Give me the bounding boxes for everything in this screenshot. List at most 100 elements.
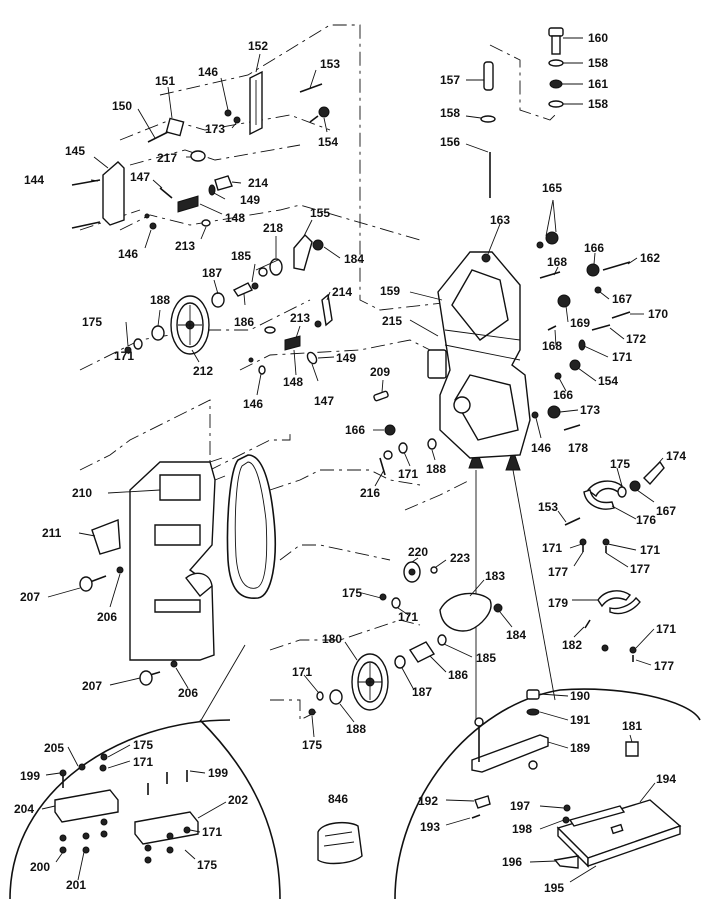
part-label: 150 (112, 99, 132, 113)
part-label: 162 (640, 251, 660, 265)
part-label: 166 (553, 388, 573, 402)
part-label: 194 (656, 772, 676, 786)
part-label: 178 (568, 441, 588, 455)
part-label: 206 (178, 686, 198, 700)
part-label: 152 (248, 39, 268, 53)
part-label: 182 (562, 638, 582, 652)
part-label: 204 (14, 802, 34, 816)
part-label: 171 (133, 755, 153, 769)
part-label: 197 (510, 799, 530, 813)
part-label: 176 (636, 513, 656, 527)
part-label: 209 (370, 365, 390, 379)
upper-wheel (124, 282, 259, 355)
part-label: 196 (502, 855, 522, 869)
part-label: 175 (197, 858, 217, 872)
part-label: 187 (412, 685, 432, 699)
part-label: 199 (208, 766, 228, 780)
part-label: 166 (584, 241, 604, 255)
leader-lines (41, 37, 664, 883)
part-label: 186 (234, 315, 254, 329)
part-label: 210 (72, 486, 92, 500)
part-label: 175 (302, 738, 322, 752)
part-label: 158 (588, 97, 608, 111)
part-label: 180 (322, 632, 342, 646)
part-label: 187 (202, 266, 222, 280)
part-label: 146 (118, 247, 138, 261)
part-label: 149 (336, 351, 356, 365)
part-label: 201 (66, 878, 86, 892)
part-label: 212 (193, 364, 213, 378)
part-label: 207 (82, 679, 102, 693)
part-label: 214 (332, 285, 352, 299)
part-label: 168 (547, 255, 567, 269)
part-label: 171 (656, 622, 676, 636)
part-label: 215 (382, 314, 402, 328)
part-label: 175 (82, 315, 102, 329)
part-label: 188 (150, 293, 170, 307)
part-label: 216 (360, 486, 380, 500)
part-label: 184 (506, 628, 526, 642)
part-label: 146 (243, 397, 263, 411)
part-label: 202 (228, 793, 248, 807)
part-label: 163 (490, 213, 510, 227)
part-label: 148 (283, 375, 303, 389)
part-label: 160 (588, 31, 608, 45)
part-label: 151 (155, 74, 175, 88)
part-label: 171 (542, 541, 562, 555)
part-label: 147 (314, 394, 334, 408)
part-label: 198 (512, 822, 532, 836)
part-label: 144 (24, 173, 44, 187)
part-label: 199 (20, 769, 40, 783)
part-label: 184 (344, 252, 364, 266)
wheel-cover-and-blade (79, 454, 277, 686)
part-label: 173 (205, 122, 225, 136)
part-label: 146 (198, 65, 218, 79)
left-detail-feet (54, 753, 199, 864)
part-label: 171 (398, 610, 418, 624)
part-label: 175 (610, 457, 630, 471)
part-label: 189 (570, 741, 590, 755)
part-label: 195 (544, 881, 564, 895)
part-label: 186 (448, 668, 468, 682)
part-label: 157 (440, 73, 460, 87)
part-label: 146 (531, 441, 551, 455)
part-label: 153 (538, 500, 558, 514)
part-label: 171 (292, 665, 312, 679)
part-label: 171 (398, 467, 418, 481)
lower-wheel-assembly (308, 561, 503, 716)
part-label: 175 (342, 586, 362, 600)
part-label: 159 (380, 284, 400, 298)
main-frame-casting (427, 251, 531, 459)
part-label: 167 (656, 504, 676, 518)
part-label: 188 (346, 722, 366, 736)
part-label: 165 (542, 181, 562, 195)
upper-guide-assembly (71, 70, 330, 277)
part-label: 183 (485, 569, 505, 583)
part-label: 173 (580, 403, 600, 417)
part-label: 171 (640, 543, 660, 557)
part-label: 207 (20, 590, 40, 604)
part-label: 223 (450, 551, 470, 565)
part-label: 177 (630, 562, 650, 576)
part-label: 171 (202, 825, 222, 839)
part-label: 172 (626, 332, 646, 346)
part-label: 211 (42, 526, 62, 540)
part-label: 171 (114, 349, 134, 363)
part-label: 153 (320, 57, 340, 71)
part-labels: 160 158 161 158 157 158 156 152 153 146 … (14, 31, 686, 895)
part-label: 177 (548, 565, 568, 579)
right-guard-parts (564, 460, 665, 662)
part-label: 175 (133, 738, 153, 752)
frame-hardware-right (531, 231, 631, 431)
part-label: 192 (418, 794, 438, 808)
part-label: 846 (328, 792, 348, 806)
part-label: 154 (318, 135, 338, 149)
part-label: 148 (225, 211, 245, 225)
frame-hardware-left (379, 424, 437, 476)
part-label: 191 (570, 713, 590, 727)
part-label: 161 (588, 77, 608, 91)
part-label: 193 (420, 820, 440, 834)
part-label: 185 (231, 249, 251, 263)
right-detail-table (471, 689, 682, 869)
